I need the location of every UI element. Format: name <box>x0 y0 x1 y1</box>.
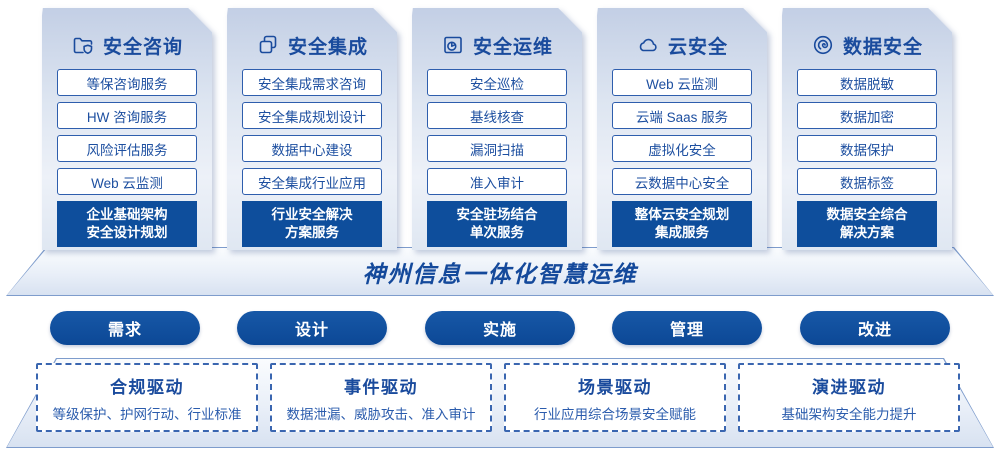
driver-title: 事件驱动 <box>344 377 418 397</box>
service-item: 基线核查 <box>427 102 567 129</box>
card-header: 安全集成 <box>227 30 397 60</box>
driver-desc: 数据泄漏、威胁攻击、准入审计 <box>286 406 476 422</box>
service-item: 风险评估服务 <box>57 135 197 162</box>
pill-design: 设计 <box>237 311 387 345</box>
folder-shield-icon <box>71 33 95 57</box>
card-header: 安全运维 <box>412 30 582 60</box>
card-title: 安全运维 <box>472 36 553 58</box>
copy-icon <box>256 33 280 57</box>
card-title: 安全咨询 <box>102 36 183 58</box>
service-item: 数据保护 <box>797 135 937 162</box>
driver-desc: 等级保护、护网行动、行业标准 <box>52 406 242 422</box>
card-security-consulting: 安全咨询 等保咨询服务 HW 咨询服务 风险评估服务 Web 云监测 企业基础架… <box>42 8 212 250</box>
service-item: 数据脱敏 <box>797 69 937 96</box>
card-data-security: 数据安全 数据脱敏 数据加密 数据保护 数据标签 数据安全综合 解决方案 <box>782 8 952 250</box>
banner-platform <box>0 247 1000 296</box>
card-title: 数据安全 <box>842 36 923 58</box>
highlight-service: 行业安全解决 方案服务 <box>242 201 382 247</box>
service-item: 安全集成规划设计 <box>242 102 382 129</box>
driver-title: 场景驱动 <box>578 377 652 397</box>
banner-title: 神州信息一体化智慧运维 <box>362 260 638 287</box>
service-item: 安全集成行业应用 <box>242 168 382 195</box>
service-item: 云数据中心安全 <box>612 168 752 195</box>
pill-manage: 管理 <box>612 311 762 345</box>
fingerprint-icon <box>811 33 835 57</box>
driver-compliance: 合规驱动 等级保护、护网行动、行业标准 <box>36 363 258 432</box>
card-title: 安全集成 <box>287 36 368 58</box>
driver-incident: 事件驱动 数据泄漏、威胁攻击、准入审计 <box>270 363 492 432</box>
service-item: 等保咨询服务 <box>57 69 197 96</box>
highlight-service: 企业基础架构 安全设计规划 <box>57 201 197 247</box>
driver-evolution: 演进驱动 基础架构安全能力提升 <box>738 363 960 432</box>
service-item: HW 咨询服务 <box>57 102 197 129</box>
service-item: 安全巡检 <box>427 69 567 96</box>
driver-title: 合规驱动 <box>110 377 184 397</box>
service-item: 数据中心建设 <box>242 135 382 162</box>
card-header: 安全咨询 <box>42 30 212 60</box>
highlight-service: 安全驻场结合 单次服务 <box>427 201 567 247</box>
pill-improve: 改进 <box>800 311 950 345</box>
highlight-service: 整体云安全规划 集成服务 <box>612 201 752 247</box>
driver-scenario: 场景驱动 行业应用综合场景安全赋能 <box>504 363 726 432</box>
folder-clock-icon <box>441 33 465 57</box>
service-item: 虚拟化安全 <box>612 135 752 162</box>
card-cloud-security: 云安全 Web 云监测 云端 Saas 服务 虚拟化安全 云数据中心安全 整体云… <box>597 8 767 250</box>
service-item: Web 云监测 <box>57 168 197 195</box>
service-item: 安全集成需求咨询 <box>242 69 382 96</box>
service-item: Web 云监测 <box>612 69 752 96</box>
card-security-operations: 安全运维 安全巡检 基线核查 漏洞扫描 准入审计 安全驻场结合 单次服务 <box>412 8 582 250</box>
card-header: 数据安全 <box>782 30 952 60</box>
card-header: 云安全 <box>597 30 767 60</box>
service-item: 漏洞扫描 <box>427 135 567 162</box>
card-security-integration: 安全集成 安全集成需求咨询 安全集成规划设计 数据中心建设 安全集成行业应用 行… <box>227 8 397 250</box>
card-title: 云安全 <box>667 36 728 58</box>
driver-desc: 行业应用综合场景安全赋能 <box>534 406 696 422</box>
driver-desc: 基础架构安全能力提升 <box>781 406 917 422</box>
service-item: 准入审计 <box>427 168 567 195</box>
pill-implement: 实施 <box>425 311 575 345</box>
pill-demand: 需求 <box>50 311 200 345</box>
highlight-service: 数据安全综合 解决方案 <box>797 201 937 247</box>
cloud-icon <box>636 33 660 57</box>
driver-title: 演进驱动 <box>812 377 886 397</box>
service-item: 数据加密 <box>797 102 937 129</box>
service-item: 云端 Saas 服务 <box>612 102 752 129</box>
service-item: 数据标签 <box>797 168 937 195</box>
